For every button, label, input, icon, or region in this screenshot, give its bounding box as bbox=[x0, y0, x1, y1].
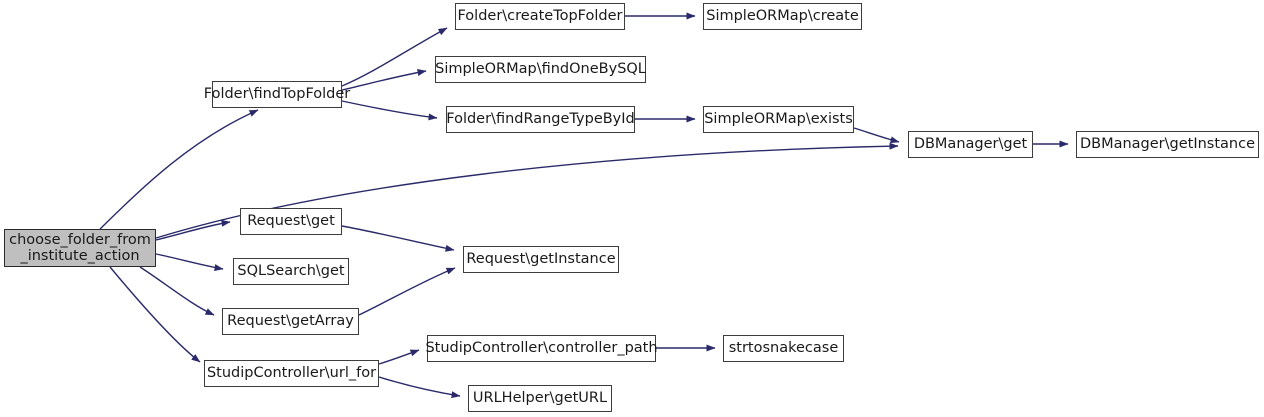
graph-node-sqlSearchGet[interactable]: SQLSearch\get bbox=[233, 258, 349, 285]
graph-node-findRangeTypeById[interactable]: Folder\findRangeTypeById bbox=[446, 106, 635, 133]
graph-edge-ormExists-to-dbGet bbox=[853, 127, 900, 144]
graph-node-findTopFolder[interactable]: Folder\findTopFolder bbox=[204, 81, 350, 108]
graph-node-urlFor[interactable]: StudipController\url_for bbox=[204, 360, 379, 387]
graph-node-root[interactable]: choose_folder_from _institute_action bbox=[4, 229, 156, 267]
graph-edge-root-to-sqlSearchGet bbox=[155, 253, 224, 271]
graph-edge-urlFor-to-urlHelperGetURL bbox=[378, 376, 461, 399]
graph-node-urlHelperGetURL[interactable]: URLHelper\getURL bbox=[468, 385, 612, 412]
graph-node-findOneBySQL[interactable]: SimpleORMap\findOneBySQL bbox=[435, 56, 646, 83]
graph-node-dbGetInstance[interactable]: DBManager\getInstance bbox=[1076, 131, 1259, 158]
graph-edge-root-to-requestGetArray bbox=[139, 266, 215, 316]
graph-edge-root-to-findTopFolder bbox=[99, 109, 259, 230]
graph-node-requestGetArray[interactable]: Request\getArray bbox=[222, 308, 359, 335]
graph-edge-root-to-urlFor bbox=[109, 266, 201, 363]
graph-edge-urlFor-to-controllerPath bbox=[378, 349, 420, 365]
graph-edge-root-to-dbGet bbox=[155, 142, 899, 239]
graph-node-requestGetInstance[interactable]: Request\getInstance bbox=[463, 246, 619, 273]
graph-edge-root-to-requestGet bbox=[155, 219, 231, 241]
graph-edges bbox=[99, 12, 1069, 399]
graph-node-ormCreate[interactable]: SimpleORMap\create bbox=[703, 3, 862, 30]
graph-node-dbGet[interactable]: DBManager\get bbox=[908, 131, 1033, 158]
graph-edge-requestGetArray-to-requestGetInstance bbox=[358, 267, 456, 316]
graph-node-requestGet[interactable]: Request\get bbox=[240, 208, 342, 235]
graph-edge-findTopFolder-to-findRangeTypeById bbox=[341, 100, 438, 121]
graph-node-createTopFolder[interactable]: Folder\createTopFolder bbox=[455, 3, 625, 30]
graph-edge-findTopFolder-to-createTopFolder bbox=[341, 27, 448, 87]
graph-node-strtosnakecase[interactable]: strtosnakecase bbox=[723, 335, 844, 362]
graph-edge-findTopFolder-to-findOneBySQL bbox=[341, 69, 427, 91]
graph-node-controllerPath[interactable]: StudipController\controller_path bbox=[425, 335, 658, 362]
graph-node-ormExists[interactable]: SimpleORMap\exists bbox=[703, 106, 854, 133]
graph-edge-requestGet-to-requestGetInstance bbox=[341, 225, 455, 252]
